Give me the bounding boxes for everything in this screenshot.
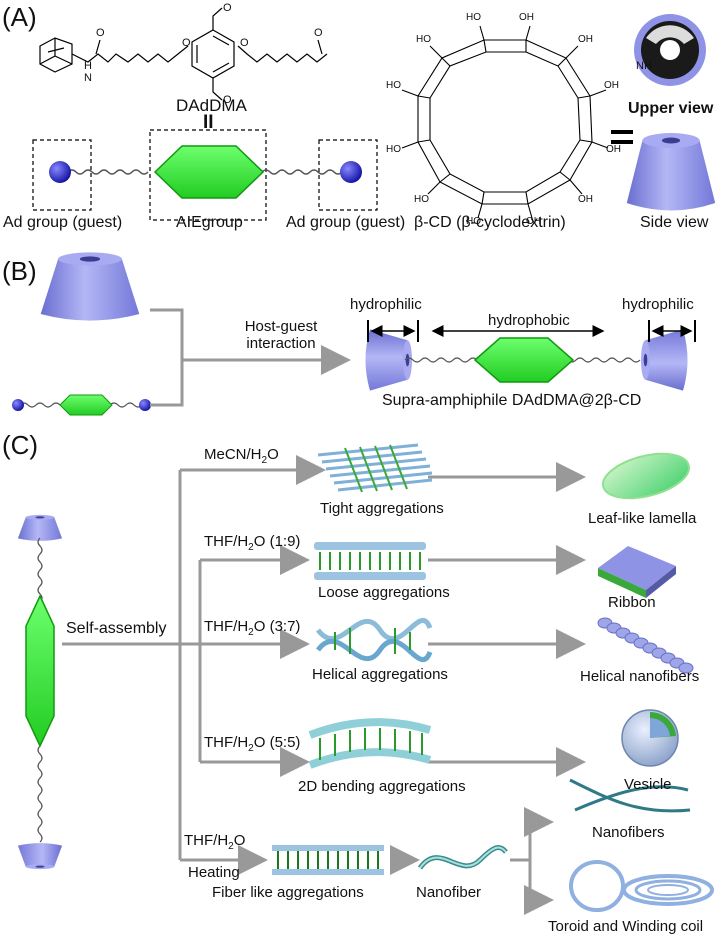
equivalence-mark: II — [203, 112, 214, 133]
loose-aggregation-graphic — [314, 542, 426, 580]
atom-o-ring-right: O — [240, 37, 249, 49]
panel-c-monomer — [17, 514, 63, 870]
aie-group-label: AIEgroup — [176, 214, 243, 231]
cd-side-view-graphic — [626, 133, 716, 211]
nanofiber-label: Nanofiber — [416, 884, 482, 901]
self-assembly-label: Self-assembly — [66, 620, 167, 637]
cd-oh-2: OH — [578, 34, 593, 45]
panel-b-graphics — [12, 252, 696, 416]
cd-oh-6: OH — [526, 216, 541, 227]
side-view-label: Side view — [640, 214, 709, 231]
helical-nanofiber-graphic — [597, 617, 694, 674]
helical-nanofibers-label: Helical nanofibers — [580, 668, 700, 685]
atom-o-ald-top: O — [223, 2, 232, 14]
hydrophilic-left-label: hydrophilic — [350, 296, 422, 313]
cd-ho-5: HO — [416, 34, 431, 45]
panel-a-label: (A) — [2, 2, 37, 32]
solvent-thf-37: THF/H2O (3:7) — [204, 618, 301, 638]
beta-cd-ring — [401, 25, 609, 219]
toroid-coil-label: Toroid and Winding coil — [548, 918, 704, 935]
daddma-name: DAdDMA — [176, 96, 247, 115]
upper-view-label: Upper view — [628, 100, 714, 117]
nanofiber-graphic — [417, 845, 508, 870]
supra-amphiphile-label: Supra-amphiphile DAdDMA@2β-CD — [382, 392, 642, 409]
cd-oh-1: OH — [519, 12, 534, 23]
cd-ho-3: HO — [386, 144, 401, 155]
bending-aggregation-graphic — [308, 718, 432, 769]
guest-right-label: Ad group (guest) — [286, 214, 406, 231]
guest-left-label: Ad group (guest) — [3, 214, 123, 231]
heating-label: Heating — [188, 864, 240, 881]
cd-oh-4: OH — [606, 144, 621, 155]
toroid-coil-graphic — [569, 860, 714, 912]
hydrophobic-label: hydrophobic — [488, 312, 570, 329]
cd-oh-3: OH — [604, 80, 619, 91]
tight-aggregations-label: Tight aggregations — [320, 500, 444, 517]
hydrophilic-right-label: hydrophilic — [622, 296, 694, 313]
ribbon-label: Ribbon — [608, 594, 656, 611]
cd-upper-view-graphic — [634, 14, 706, 86]
atom-o-left: O — [96, 27, 105, 39]
helical-aggregation-graphic — [315, 618, 433, 662]
loose-aggregations-label: Loose aggregations — [318, 584, 450, 601]
atom-o-ring-left: O — [182, 37, 191, 49]
vesicle-graphic — [621, 709, 679, 767]
cd-ho-6: HO — [466, 12, 481, 23]
daddma-structure — [39, 7, 684, 101]
cd-ho-4: HO — [386, 80, 401, 91]
vesicle-label: Vesicle — [624, 776, 672, 793]
cd-name-label: β-CD (β-cyclodextrin) — [414, 214, 566, 231]
panel-b-label: (B) — [2, 256, 37, 286]
fiber-aggregation-graphic — [272, 845, 384, 875]
bending-aggregations-label: 2D bending aggregations — [298, 778, 466, 795]
fiber-aggregations-label: Fiber like aggregations — [212, 884, 364, 901]
nanofibers-label: Nanofibers — [592, 824, 665, 841]
atom-nh-right: NH — [636, 60, 652, 72]
panel-c-label: (C) — [2, 430, 39, 460]
ribbon-graphic — [598, 546, 676, 598]
tight-aggregation-graphic — [317, 443, 433, 493]
cd-ho-2: HO — [414, 194, 429, 205]
helical-aggregations-label: Helical aggregations — [312, 666, 448, 683]
solvent-thf-19: THF/H2O (1:9) — [204, 533, 301, 553]
solvent-thf-heating: THF/H2O — [184, 832, 246, 852]
leaf-lamella-label: Leaf-like lamella — [588, 510, 697, 527]
nanofibers-graphic — [569, 778, 691, 813]
cd-oh-5: OH — [578, 194, 593, 205]
solvent-mecn: MeCN/H2O — [204, 446, 279, 466]
cd-ho-1: HO — [466, 216, 481, 227]
solvent-thf-55: THF/H2O (5:5) — [204, 734, 301, 754]
atom-o-right: O — [314, 27, 323, 39]
atom-o-ald-bottom: O — [223, 94, 232, 106]
leaf-lamella-graphic — [602, 452, 690, 500]
panel-c-arrows — [62, 455, 586, 915]
daddma-schematic — [32, 129, 378, 221]
